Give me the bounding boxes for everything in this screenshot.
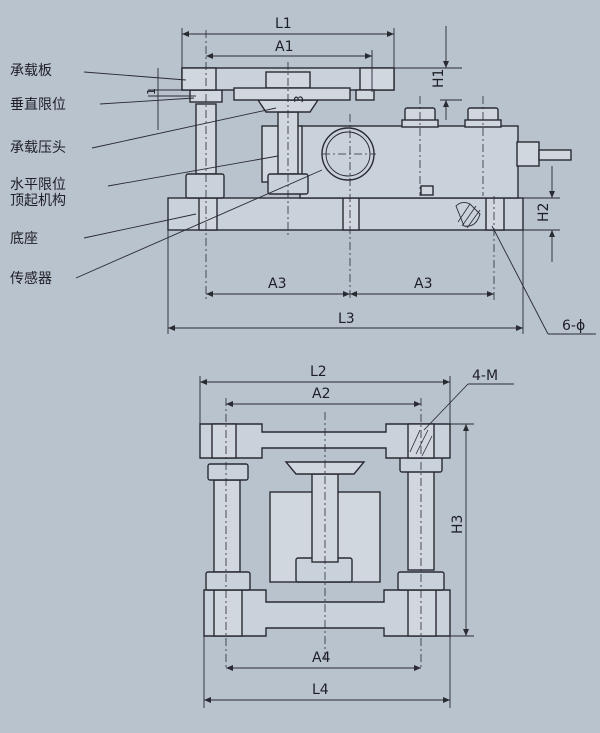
cable-gland bbox=[516, 141, 540, 167]
front-base-slot-left bbox=[213, 589, 243, 637]
dim-small-3: 3 bbox=[292, 95, 306, 103]
dim-small-1: 1 bbox=[145, 88, 158, 95]
label-bearing-plate: 承载板 bbox=[10, 63, 52, 79]
dim-A4: A4 bbox=[312, 650, 331, 666]
bearing-plate-underside bbox=[233, 87, 351, 101]
label-base: 底座 bbox=[10, 231, 38, 247]
sensor-tab bbox=[420, 185, 434, 196]
label-leaders bbox=[75, 71, 323, 279]
label-sensor: 传感器 bbox=[10, 271, 52, 287]
dim-4-M: 4-M bbox=[472, 368, 498, 384]
top-view: L1 A1 H1 1 3 H2 A3 A3 L3 bbox=[75, 16, 596, 335]
front-plate-hatch bbox=[409, 429, 433, 457]
dim-6-phi: 6-ϕ bbox=[562, 318, 585, 334]
dim-L1: L1 bbox=[275, 16, 292, 32]
front-left-lower-nut bbox=[205, 571, 251, 591]
left-lower-nut bbox=[185, 173, 225, 199]
label-jack-mechanism: 顶起机构 bbox=[10, 193, 66, 209]
bearing-plate-end-left bbox=[181, 67, 217, 91]
base-slot-mid bbox=[342, 197, 360, 231]
dim-A3-left: A3 bbox=[268, 276, 286, 292]
bearing-plate-end-right bbox=[359, 67, 395, 91]
dim-L3: L3 bbox=[338, 311, 355, 327]
dim-A2: A2 bbox=[312, 386, 330, 402]
dim-L4: L4 bbox=[312, 682, 329, 698]
base-slot-right bbox=[485, 197, 505, 231]
dim-A3-right: A3 bbox=[414, 276, 432, 292]
front-base-slot-right bbox=[407, 589, 437, 637]
front-left-upper-nut bbox=[207, 463, 249, 481]
label-load-head: 承载压头 bbox=[10, 140, 66, 156]
cable bbox=[538, 149, 572, 161]
base-slot-left bbox=[198, 197, 218, 231]
front-plate-slot-left bbox=[211, 423, 237, 459]
dim-H3: H3 bbox=[450, 515, 466, 534]
dim-L2: L2 bbox=[310, 364, 327, 380]
vertical-limit-block bbox=[355, 89, 375, 101]
label-vertical-limit: 垂直限位 bbox=[10, 97, 66, 113]
bottom-view: L2 A2 4-M H3 A4 L4 bbox=[199, 364, 514, 708]
sensor-body bbox=[299, 125, 519, 199]
dim-H1: H1 bbox=[431, 69, 447, 88]
label-horizontal-limit: 水平限位 bbox=[10, 177, 66, 193]
front-left-column bbox=[213, 479, 241, 573]
base-hatch bbox=[455, 201, 481, 229]
dim-H2: H2 bbox=[536, 203, 552, 222]
dim-A1: A1 bbox=[275, 39, 293, 55]
